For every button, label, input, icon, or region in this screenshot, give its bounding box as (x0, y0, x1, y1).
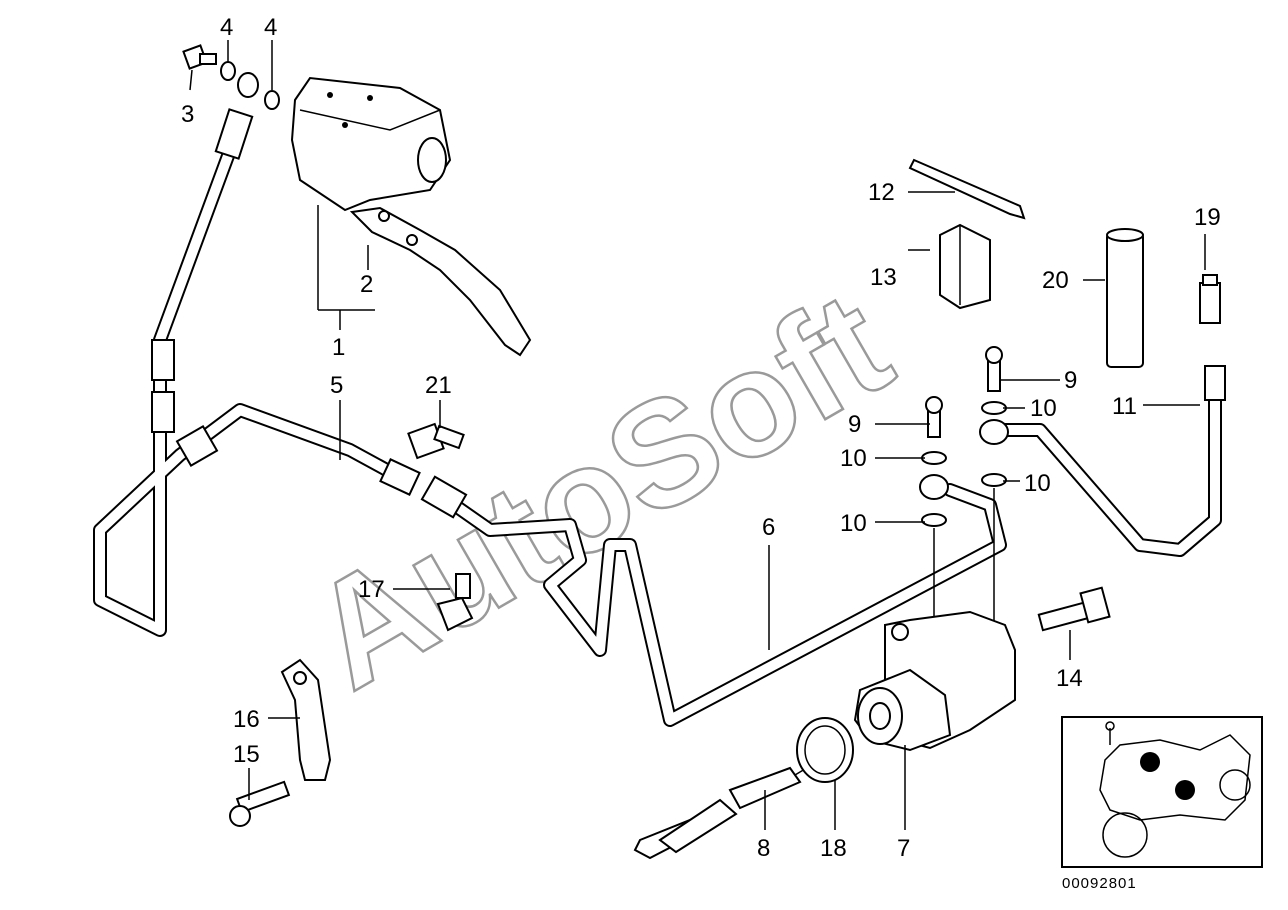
brake-line-6 (420, 475, 1007, 727)
banjo-bolt (182, 44, 280, 110)
callout-5: 5 (330, 372, 343, 399)
bolt-14 (1037, 586, 1111, 632)
callout-8: 8 (757, 835, 770, 862)
callout-10: 10 (1030, 395, 1057, 422)
callout-13: 13 (870, 264, 897, 291)
brake-line-11 (998, 365, 1226, 557)
upper-hose (93, 108, 421, 637)
callout-18: 18 (820, 835, 847, 862)
bracket-16 (229, 658, 332, 827)
fitting-19 (1199, 274, 1221, 324)
leader-lines (189, 40, 1206, 830)
slave-cylinder (853, 610, 1016, 752)
callouts: 1 2 3 4 4 5 21 6 12 13 20 19 9 9 10 10 1… (181, 14, 1221, 862)
sleeve-20 (1106, 228, 1144, 368)
cable-tie-12 (908, 158, 1026, 220)
holder-13 (939, 223, 991, 310)
callout-11: 11 (1112, 393, 1137, 420)
callout-17: 17 (358, 576, 385, 603)
callout-10: 10 (1024, 470, 1051, 497)
callout-10: 10 (840, 445, 867, 472)
callout-10: 10 (840, 510, 867, 537)
callout-21: 21 (425, 372, 452, 399)
master-cylinder (290, 76, 452, 212)
clip-17 (436, 573, 474, 632)
callout-16: 16 (233, 706, 260, 733)
callout-19: 19 (1194, 204, 1221, 231)
callout-12: 12 (868, 179, 895, 206)
callout-1: 1 (332, 334, 345, 361)
callout-15: 15 (233, 741, 260, 768)
adapter-21 (407, 422, 465, 460)
push-rod (633, 717, 854, 860)
callout-2: 2 (360, 271, 373, 298)
callout-6: 6 (762, 514, 775, 541)
callout-7: 7 (897, 835, 910, 862)
brake-lever (349, 206, 532, 357)
callout-14: 14 (1056, 665, 1083, 692)
location-inset (1061, 716, 1263, 868)
callout-4: 4 (220, 14, 233, 41)
callout-9: 9 (848, 411, 861, 438)
reference-number: 00092801 (1062, 875, 1137, 892)
callout-3: 3 (181, 101, 194, 128)
callout-4: 4 (264, 14, 277, 41)
callout-20: 20 (1042, 267, 1069, 294)
callout-9: 9 (1064, 367, 1077, 394)
